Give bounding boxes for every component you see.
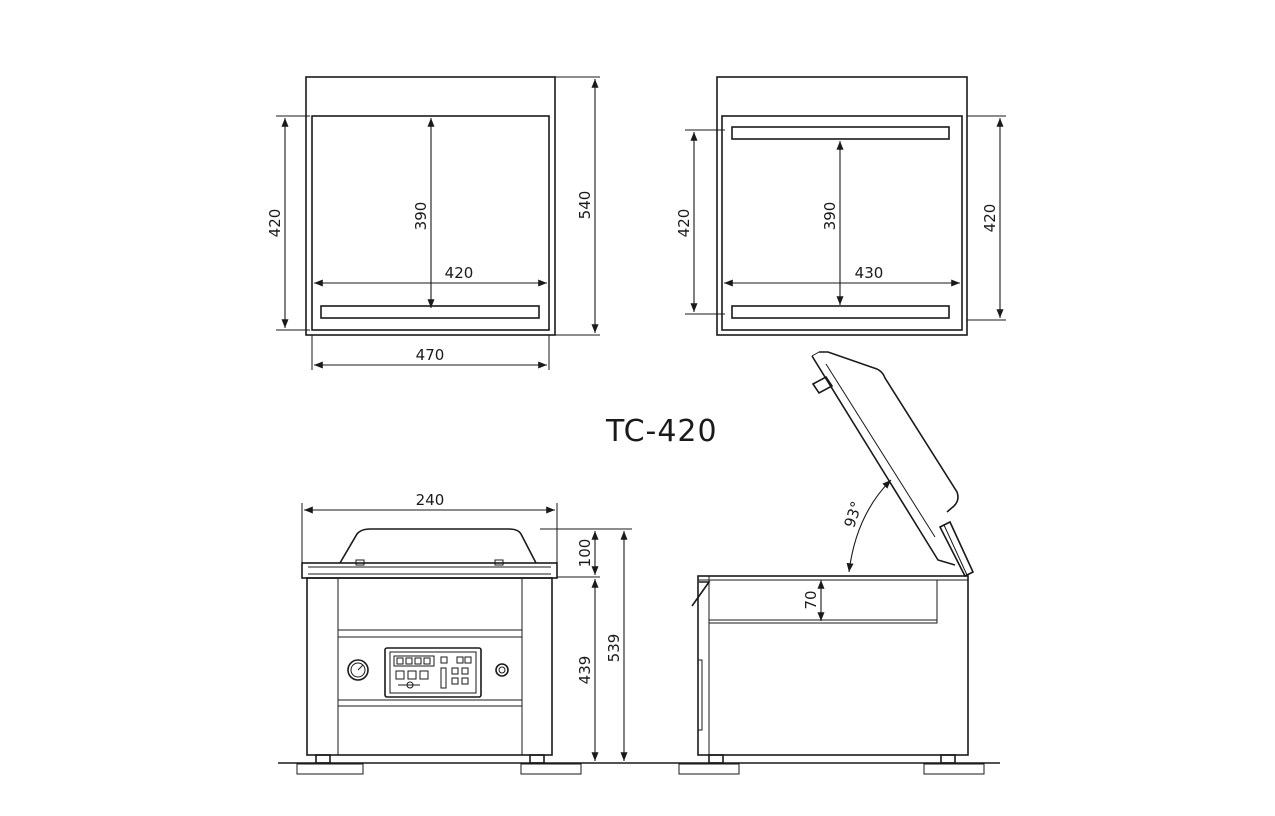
dim-right-420: 420 — [981, 204, 999, 233]
dim-inner-390: 390 — [412, 202, 430, 231]
dim-body-439: 439 — [576, 656, 594, 685]
control-panel — [384, 647, 482, 698]
dim-inner-390-right: 390 — [821, 202, 839, 231]
top-view-left: 420 390 420 540 470 — [266, 76, 600, 370]
model-title: TC-420 — [605, 414, 718, 449]
dim-left-420-right: 420 — [675, 209, 693, 238]
dim-inner-430: 430 — [855, 264, 884, 282]
dim-right-540: 540 — [576, 191, 594, 220]
dim-bottom-470: 470 — [416, 346, 445, 364]
dim-lid-100: 100 — [576, 539, 594, 568]
knob-icon — [495, 663, 509, 677]
dim-total-539: 539 — [605, 634, 623, 663]
dim-angle-93: 93° — [841, 499, 866, 530]
front-view: 240 100 439 539 — [296, 491, 632, 775]
dim-inner-420: 420 — [445, 264, 474, 282]
dim-chamber-70: 70 — [802, 590, 820, 609]
dim-left-420: 420 — [266, 209, 284, 238]
top-view-right: 420 390 430 420 — [675, 76, 1006, 336]
side-view: 93° 70 — [678, 351, 985, 775]
gauge-icon — [347, 659, 369, 681]
dim-width-240: 240 — [416, 491, 445, 509]
